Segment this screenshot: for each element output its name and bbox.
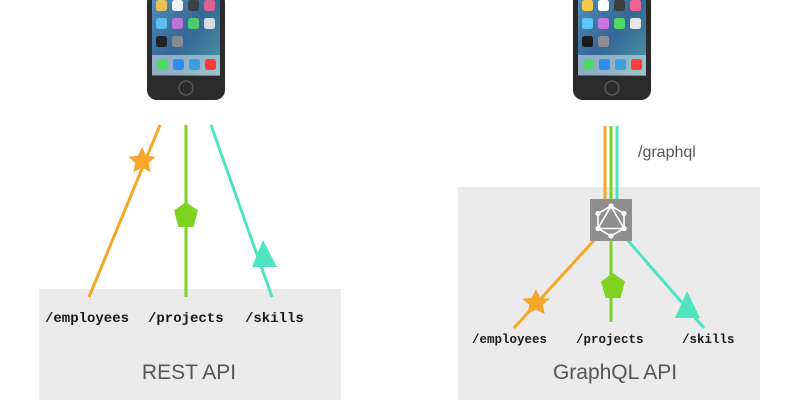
triangle-icon <box>252 240 277 267</box>
graphql-field-employees: /employees <box>472 333 547 347</box>
star-icon <box>128 147 156 173</box>
smartphone-icon <box>573 0 651 100</box>
pentagon-icon <box>601 273 625 298</box>
rest-api-panel <box>39 289 341 400</box>
graphql-endpoint-label: /graphql <box>638 144 696 161</box>
rest-employees-line <box>87 124 162 298</box>
triangle-icon <box>675 291 700 318</box>
rest-side: /employees /projects /skills REST API <box>39 0 341 400</box>
graphql-field-projects: /projects <box>576 333 644 347</box>
pentagon-icon <box>174 202 198 227</box>
graphql-api-label: GraphQL API <box>553 361 677 384</box>
star-icon <box>522 289 550 315</box>
graphql-side: /graphql /employees /projects /skills Gr… <box>458 0 760 400</box>
rest-api-label: REST API <box>142 361 236 384</box>
rest-skills-line <box>209 124 274 298</box>
smartphone-icon <box>147 0 225 100</box>
rest-endpoint-employees: /employees <box>45 311 129 327</box>
rest-endpoint-skills: /skills <box>245 311 304 327</box>
rest-endpoint-projects: /projects <box>148 311 224 327</box>
graphql-field-skills: /skills <box>682 333 735 347</box>
graphql-logo-icon <box>590 199 632 241</box>
